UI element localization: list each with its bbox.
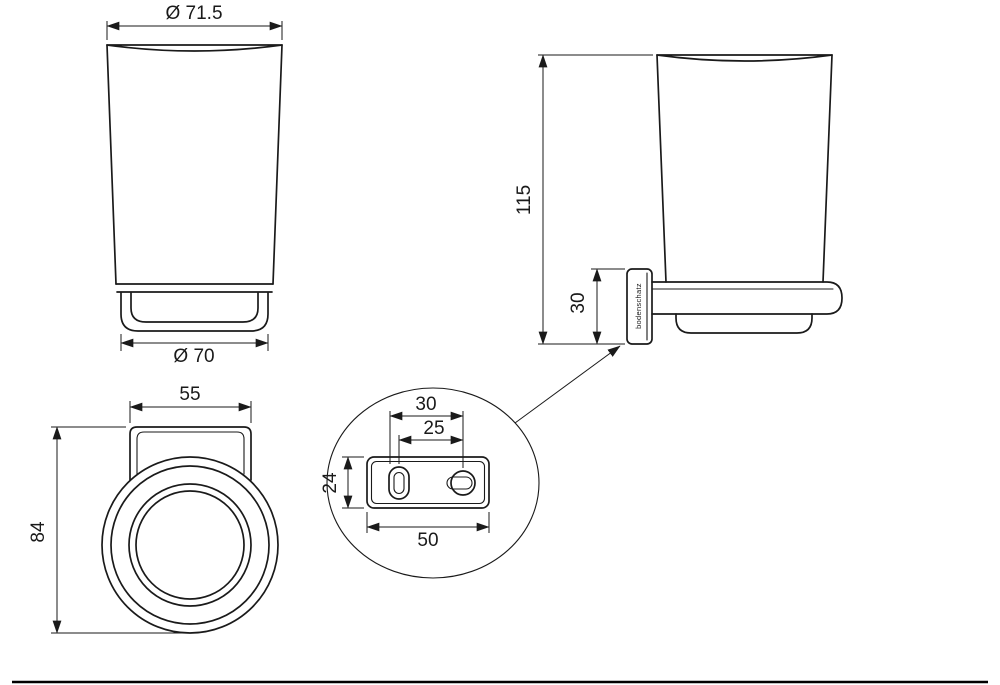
holder-bottom-outer-front — [120, 292, 269, 332]
dim-plate-height-side: 30 — [568, 268, 625, 345]
dim-label-top-diameter: Ø 71.5 — [165, 3, 222, 24]
screw-slot-left-inner — [393, 471, 405, 495]
extension-lines — [51, 426, 184, 634]
tumbler-front-outline — [106, 44, 283, 332]
dim-front-bottom-diameter: Ø 70 — [120, 334, 269, 367]
dim-label-bottom-diameter: Ø 70 — [173, 346, 214, 367]
glass-side-right-side — [822, 54, 833, 283]
detail-callout-line — [514, 345, 621, 424]
glass-rim-side — [656, 54, 833, 62]
dim-slot-to-hole: 25 — [398, 418, 464, 464]
dim-label-plate-width: 50 — [417, 530, 438, 551]
dim-total-height: 115 — [514, 54, 653, 345]
front-view: Ø 71.5 Ø 70 — [106, 3, 283, 367]
holder-bottom-inner-front — [130, 292, 259, 323]
dim-bracket-width: 55 — [129, 384, 252, 423]
top-view: 55 84 — [28, 384, 279, 634]
wall-plate-side: bodenschatz — [626, 268, 653, 345]
dim-label-bracket-width: 55 — [179, 384, 200, 405]
extension-lines — [342, 456, 364, 509]
mounting-plate-outer — [366, 456, 490, 509]
dim-label-plate-height: 30 — [568, 292, 589, 313]
screw-hole-right-outer — [450, 470, 476, 496]
dim-plate-width: 50 — [366, 512, 490, 551]
dim-plate-height-detail: 24 — [320, 456, 364, 509]
glass-bottom-side — [675, 313, 813, 334]
holder-ring-side — [651, 281, 843, 315]
brand-label: bodenschatz — [634, 283, 643, 329]
dim-label-total-depth: 84 — [28, 521, 49, 543]
extension-lines — [538, 54, 653, 345]
tumbler-side-outline — [651, 54, 843, 334]
tumbler-top-outline — [101, 426, 279, 634]
glass-side-left-side — [656, 54, 667, 283]
glass-side-left-front — [106, 44, 117, 285]
mounting-plate — [366, 456, 490, 509]
dim-label-plate-height-detail: 24 — [320, 472, 341, 494]
wall-bracket-inner — [136, 431, 245, 475]
detail-view: 30 25 24 50 — [320, 387, 540, 579]
detail-bubble — [326, 387, 540, 579]
dim-label-total-height: 115 — [514, 185, 535, 215]
glass-taper-circle — [128, 483, 252, 607]
dim-label-hole-spacing: 30 — [415, 394, 436, 415]
side-view: bodenschatz 115 30 — [514, 54, 843, 424]
dim-label-slot-to-hole: 25 — [423, 418, 444, 439]
screw-hole-right-inner — [446, 476, 473, 490]
holder-band-front — [115, 283, 274, 293]
glass-rim-circle — [110, 465, 270, 625]
screw-slot-left-outer — [388, 466, 410, 500]
dim-front-top-diameter: Ø 71.5 — [106, 3, 283, 40]
wall-plate-outline — [626, 268, 653, 345]
holder-ring-outer-circle — [101, 456, 279, 634]
wall-bracket-outer — [129, 426, 252, 481]
glass-rim-front — [106, 44, 283, 52]
dim-total-depth: 84 — [28, 426, 184, 634]
glass-bottom-circle — [135, 490, 245, 600]
glass-side-right-front — [272, 44, 283, 285]
mounting-plate-inner — [370, 460, 486, 505]
